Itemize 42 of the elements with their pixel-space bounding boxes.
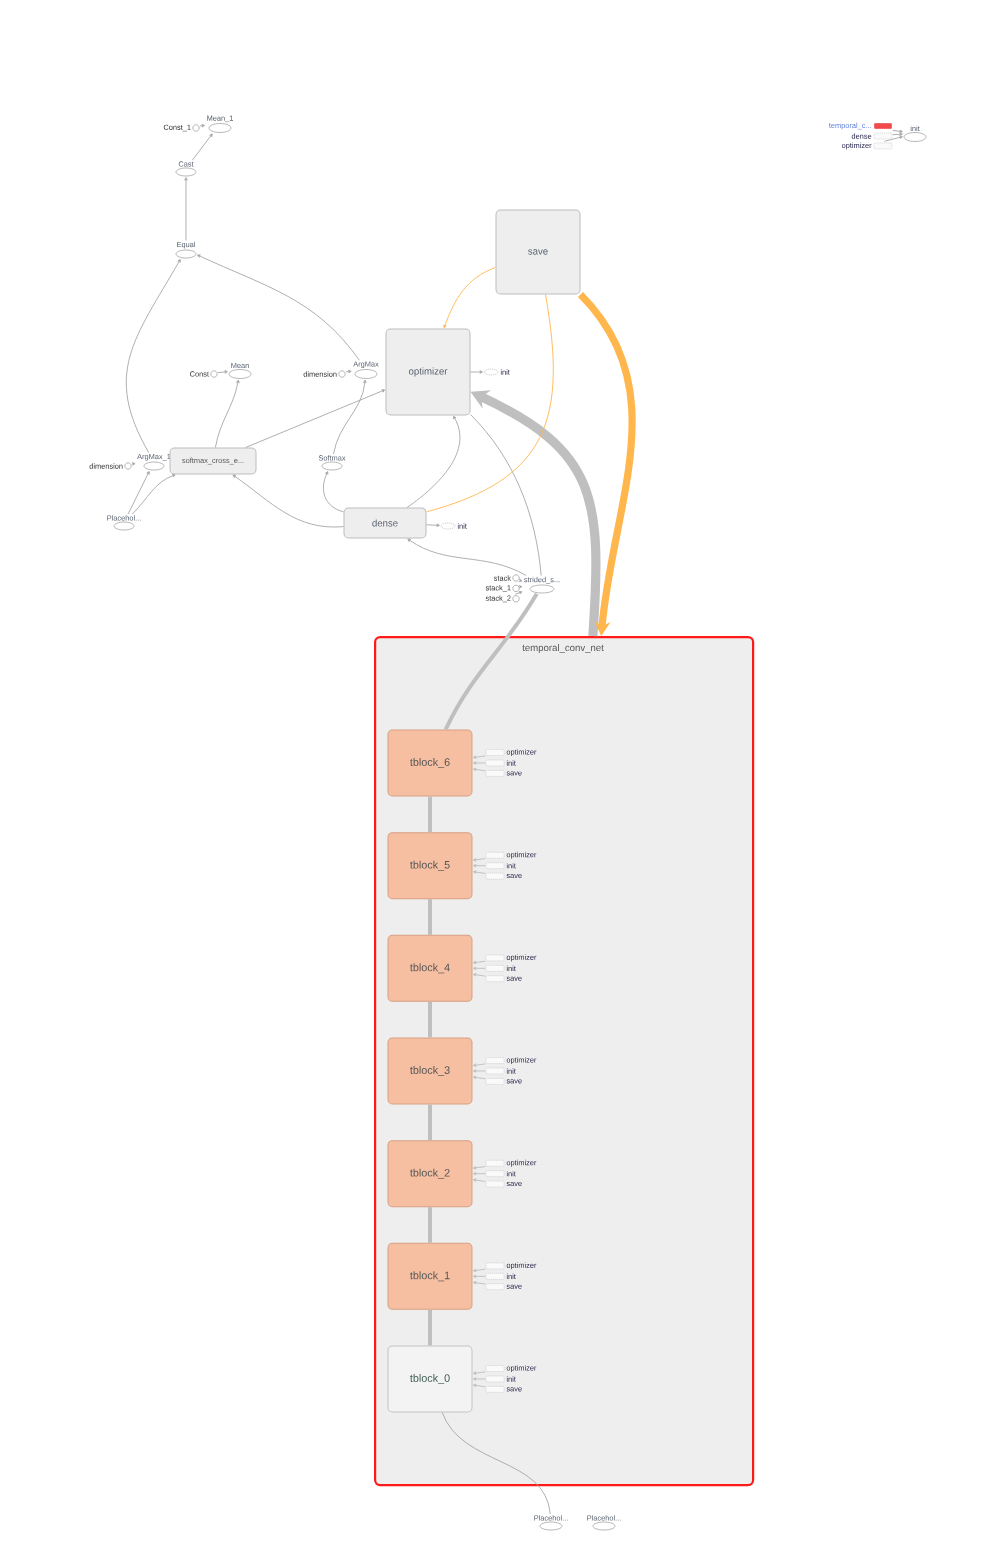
arrow [472,960,486,965]
arrow [184,177,188,241]
connector-line [428,899,432,935]
arrow [472,858,486,862]
arrow [443,267,496,329]
connector-line [428,1309,432,1346]
arrow [197,254,360,361]
arrow [345,369,352,374]
connector-line [441,1412,551,1515]
arrow [883,135,903,142]
arrow [518,578,523,583]
arrow [518,585,523,589]
connector-line [428,1207,432,1243]
connector-line [426,294,554,513]
arrow [406,415,461,508]
arrow [892,132,903,137]
arrow [232,474,344,528]
arrow [514,590,523,595]
arrow [131,462,136,466]
arrow [407,538,527,577]
connector-line [470,414,542,577]
arrow [470,370,483,374]
arrow [426,523,440,527]
arrow [214,379,240,448]
arrow [323,471,344,513]
connector-line [428,796,432,833]
arrow [131,474,176,515]
arrow [472,1268,486,1273]
arrow [472,973,486,977]
arrow [472,1166,486,1170]
connector-line [428,1001,432,1038]
arrow [892,129,903,134]
arrow [191,133,213,161]
connector-line [428,1104,432,1141]
arrow [333,379,367,455]
arrow [199,124,205,128]
arrow [125,259,181,454]
connector-line [443,592,539,731]
arrow [472,1281,486,1285]
arrow [217,370,228,374]
arrow [245,389,386,448]
arrow [127,471,150,515]
